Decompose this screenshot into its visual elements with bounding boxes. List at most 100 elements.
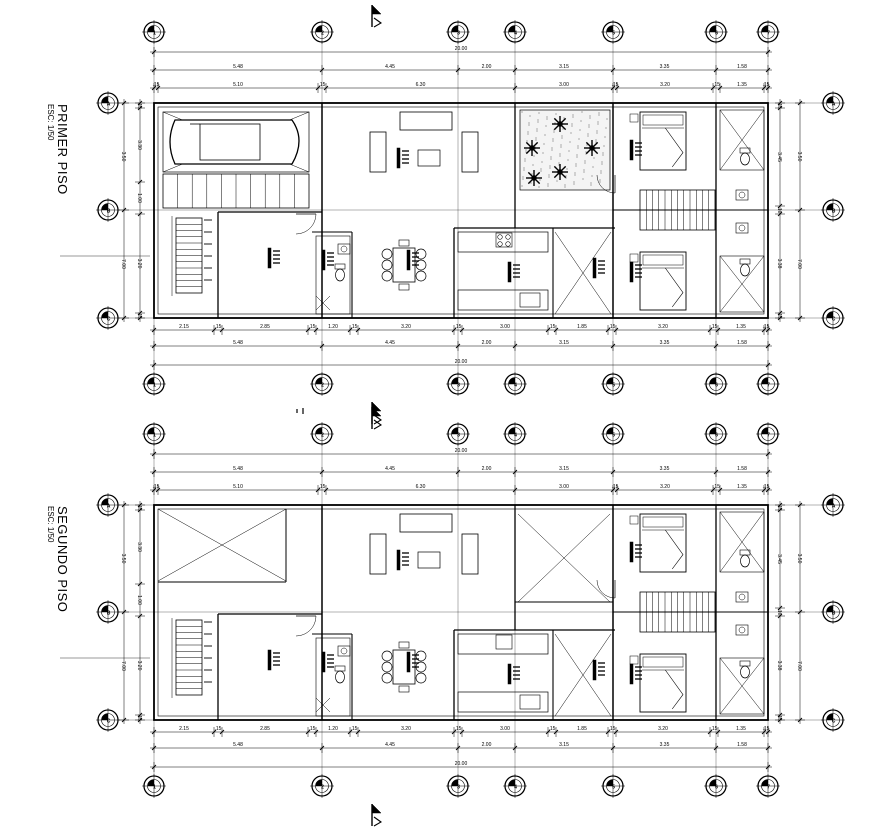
dimension-label: 3.20 xyxy=(136,661,142,671)
door-swing xyxy=(596,579,616,599)
room-tag xyxy=(396,549,401,571)
plant-tree xyxy=(531,175,537,181)
dimension-tick xyxy=(707,327,713,333)
shower-area xyxy=(719,255,765,313)
patio-texture xyxy=(546,118,548,120)
dimension-tick xyxy=(151,451,157,457)
dimension-label: 5.48 xyxy=(233,64,243,70)
grid-axis-bubble-fill xyxy=(508,427,515,434)
grid-axis-bubble-fill xyxy=(101,498,108,505)
room-tag xyxy=(267,247,272,269)
sink xyxy=(337,243,351,255)
dimension-tick xyxy=(455,469,461,475)
dimension-label: .15 xyxy=(763,484,770,490)
dimension-label: 7.00 xyxy=(796,661,802,671)
grid-axis-bubble-fill xyxy=(761,427,768,434)
armchair xyxy=(461,533,479,575)
door-arc xyxy=(596,579,616,599)
patio-texture xyxy=(605,127,607,129)
dimension-label: 2.00 xyxy=(482,466,492,472)
dimension-label: .10 xyxy=(776,207,782,214)
dimension-tick xyxy=(137,105,143,111)
grid-axis-label: 2 xyxy=(321,432,324,438)
shower-x-mark xyxy=(719,255,765,313)
patio-texture xyxy=(573,181,575,183)
grid-axis-bubble-fill xyxy=(606,377,613,384)
dimension-tick xyxy=(797,207,803,213)
dimension-tick xyxy=(610,745,616,751)
room-tag xyxy=(321,249,326,271)
dimension-label: .15 xyxy=(711,324,718,330)
grid-axis-bubble-fill xyxy=(147,377,154,384)
patio-texture xyxy=(574,172,576,174)
dimension-label: 7.00 xyxy=(120,661,126,671)
plant-tree xyxy=(557,169,563,175)
bed xyxy=(639,653,687,713)
patio-texture xyxy=(539,179,541,181)
patio-texture xyxy=(573,183,575,185)
room-tag xyxy=(321,651,326,673)
dimension-label: 3.20 xyxy=(660,82,670,88)
dining-chair xyxy=(381,661,393,673)
dimension-tick xyxy=(765,327,771,333)
plant-tree xyxy=(529,145,535,151)
dimension-tick xyxy=(121,717,127,723)
dimension-label: 7.00 xyxy=(120,259,126,269)
grid-axis-label: 6 xyxy=(715,784,718,790)
patio-texture xyxy=(570,132,572,134)
dimension-tick xyxy=(121,609,127,615)
garage xyxy=(162,111,310,173)
room-tag xyxy=(406,651,411,673)
patio-texture xyxy=(526,140,528,142)
patio-texture xyxy=(589,117,591,119)
dimension-tick xyxy=(610,67,616,73)
dimension-label: 1.00 xyxy=(136,193,142,203)
grid-axis-label: 7 xyxy=(767,30,770,36)
dimension-tick xyxy=(451,327,457,333)
grid-axis-bubble-fill xyxy=(826,605,833,612)
grid-axis-bubble-fill xyxy=(147,779,154,786)
patio-texture xyxy=(542,152,544,154)
dimension-label: .15 xyxy=(319,484,326,490)
grid-axis-label: 7 xyxy=(767,382,770,388)
patio-texture xyxy=(584,160,586,162)
dimension-tick xyxy=(605,327,611,333)
grid-axis-label: 6 xyxy=(715,30,718,36)
dimension-tick xyxy=(219,729,225,735)
patio-texture xyxy=(600,170,602,172)
dimension-tick xyxy=(797,717,803,723)
stove-burner xyxy=(497,241,503,247)
grid-axis-label: 5 xyxy=(612,382,615,388)
patio-texture xyxy=(592,166,594,168)
dimension-label: .15 xyxy=(215,726,222,732)
patio-texture xyxy=(538,186,540,188)
bed-sheet-fold xyxy=(665,529,684,570)
patio-texture xyxy=(565,175,567,177)
patio-texture xyxy=(561,137,563,139)
dimension-tick xyxy=(151,362,157,368)
patio-texture xyxy=(564,186,566,188)
dimension-tick xyxy=(715,729,721,735)
grid-axis-bubble-fill xyxy=(709,25,716,32)
dimension-label: 3.15 xyxy=(559,64,569,70)
patio-texture xyxy=(524,160,526,162)
shaft-x-mark xyxy=(315,697,331,713)
dimension-tick xyxy=(765,451,771,457)
dimension-tick xyxy=(512,67,518,73)
dimension-label: .15 xyxy=(763,726,770,732)
dimension-label: 3.35 xyxy=(660,742,670,748)
room-tag xyxy=(507,663,512,685)
grid-axis-bubble-fill xyxy=(315,377,322,384)
patio-texture xyxy=(586,144,588,146)
dining-chair xyxy=(381,650,393,662)
toilet-bowl xyxy=(335,268,345,282)
grid-axis-bubble-fill xyxy=(315,779,322,786)
dimension-tick xyxy=(761,487,767,493)
patio-texture xyxy=(604,136,606,138)
void-x-mark xyxy=(517,513,611,603)
nightstand xyxy=(629,113,639,123)
patio-texture xyxy=(585,153,587,155)
patio-texture xyxy=(571,123,573,125)
